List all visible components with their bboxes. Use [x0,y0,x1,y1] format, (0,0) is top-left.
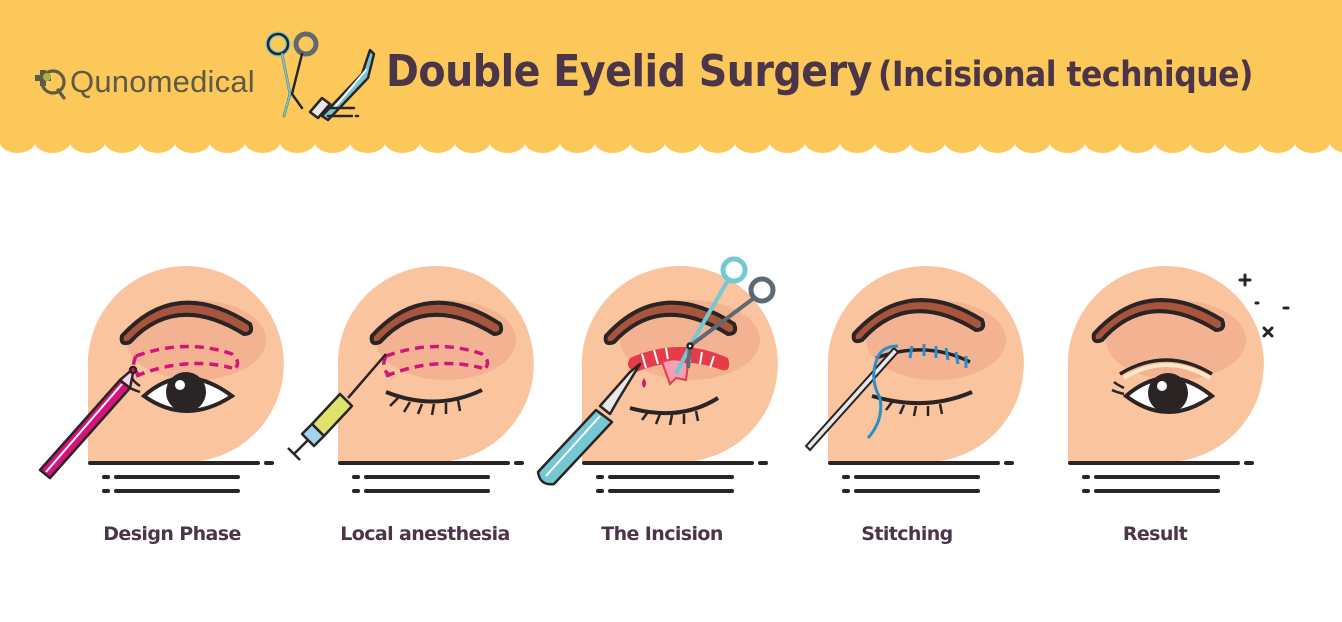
logo-text: Qunomedical [70,64,255,99]
marker-dashed-lines [132,344,240,378]
text-placeholder-lines [1068,461,1254,493]
sparkle-icon [1238,273,1290,338]
step-design-phase [36,250,296,550]
page-title: Double Eyelid Surgery(Incisional techniq… [386,46,1253,97]
face-illustration [38,266,284,480]
step-label-local-anesthesia: Local anesthesia [340,523,510,545]
needle-and-thread-icon [804,344,900,452]
text-placeholder-lines [338,461,524,493]
step-stitching [776,250,1036,550]
title-main: Double Eyelid Surgery [386,46,872,97]
scalpel-icon [536,362,642,486]
scissors-icon [674,256,776,375]
scissors-and-scalpel-icon [265,31,376,122]
face-illustration [1067,266,1290,462]
step-label-result: Result [1122,523,1188,545]
face-illustration [536,256,778,486]
logo[interactable]: Qunomedical [34,62,255,102]
step-label-stitching: Stitching [861,523,953,545]
step-the-incision [530,250,790,550]
marker-pen-icon [38,365,138,480]
face-illustration [804,266,1024,462]
text-placeholder-lines [828,461,1014,493]
title-subtitle: (Incisional technique) [877,55,1253,95]
syringe-icon [287,353,387,461]
face-illustration [287,266,534,462]
text-placeholder-lines [582,461,768,493]
header-banner [0,0,1342,160]
step-label-design-phase: Design Phase [103,523,241,545]
logo-cross-icon [35,69,66,100]
step-label-the-incision: The Incision [601,523,723,545]
step-local-anesthesia [286,250,546,550]
text-placeholder-lines [88,461,274,493]
step-result [1016,250,1290,550]
